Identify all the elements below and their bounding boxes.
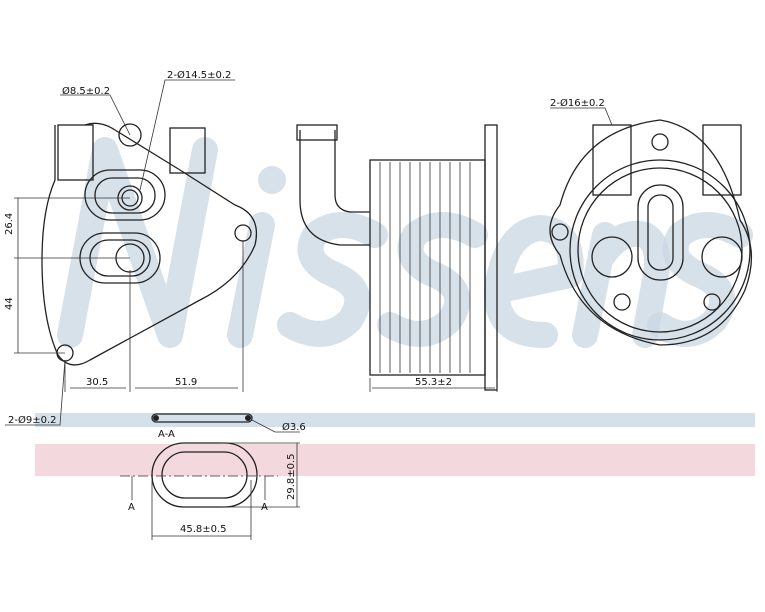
label-seal-height: 29.8±0.5 (286, 453, 297, 500)
label-hole-small: Ø8.5±0.2 (62, 85, 110, 97)
nissens-watermark-logo (57, 137, 753, 348)
seal-view (120, 442, 300, 540)
label-marker-a-left: A (128, 502, 135, 513)
front-view (5, 79, 258, 426)
label-dim-30-5: 30.5 (86, 377, 108, 388)
label-dim-51-9: 51.9 (175, 377, 197, 388)
label-section-dia: Ø3.6 (282, 421, 306, 433)
label-ports-back: 2-Ø16±0.2 (550, 97, 605, 109)
label-section: A-A (158, 429, 175, 440)
label-dim-depth: 55.3±2 (415, 377, 452, 388)
label-dim-44: 44 (4, 297, 15, 310)
label-dim-26-4: 26.4 (4, 213, 15, 235)
rear-view (549, 107, 753, 346)
label-mount-holes: 2-Ø9±0.2 (8, 414, 57, 426)
label-ports-front: 2-Ø14.5±0.2 (167, 69, 231, 81)
watermark-band-red (35, 444, 755, 476)
section-aa (151, 413, 300, 433)
label-seal-width: 45.8±0.5 (180, 524, 227, 535)
side-view (296, 124, 498, 392)
label-marker-a-right: A (261, 502, 268, 513)
watermark-band-blue (35, 413, 755, 427)
